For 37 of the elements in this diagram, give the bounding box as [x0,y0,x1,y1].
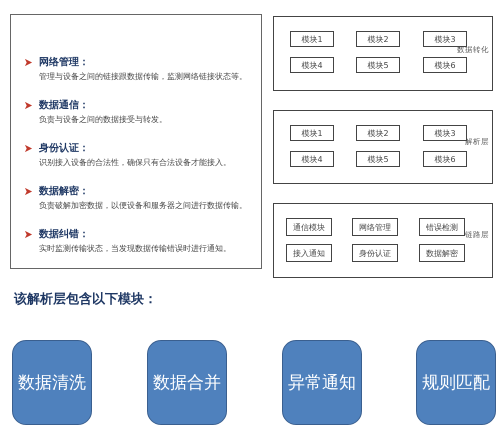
module-box: 模块5 [356,151,400,167]
module-box: 通信模块 [286,218,332,236]
module-box: 模块3 [423,31,467,47]
item-heading: 数据解密： [39,184,89,198]
module-box: 网络管理 [352,218,398,236]
module-box: 身份认证 [352,244,398,262]
module-card: 规则匹配 [416,340,496,425]
module-box: 模块1 [290,125,334,141]
item-heading: 数据通信： [39,98,89,112]
module-box: 模块5 [356,57,400,73]
module-card: 数据合并 [147,340,227,425]
module-box: 模块4 [290,57,334,73]
module-box: 模块2 [356,125,400,141]
module-box: 模块3 [423,125,467,141]
item-description: 识别接入设备的合法性，确保只有合法设备才能接入。 [39,157,231,168]
module-box: 模块2 [356,31,400,47]
item-description: 负责与设备之间的数据接受与转发。 [39,114,167,125]
module-card: 数据清洗 [12,340,92,425]
section-heading: 该解析层包含以下模块： [14,290,157,308]
item-heading: 身份认证： [39,142,89,155]
item-description: 管理与设备之间的链接跟数据传输，监测网络链接状态等。 [39,71,247,82]
layer-box [273,110,493,184]
module-box: 模块4 [290,151,334,167]
module-box: 模块6 [423,151,467,167]
module-box: 模块1 [290,31,334,47]
description-panel [10,14,262,269]
item-description: 负责破解加密数据，以便设备和服务器之间进行数据传输。 [39,200,247,211]
module-box: 数据解密 [419,244,465,262]
item-heading: 数据纠错： [39,228,89,241]
item-heading: 网络管理： [39,56,89,69]
item-description: 实时监测传输状态，当发现数据传输错误时进行通知。 [39,243,231,254]
module-box: 模块6 [423,57,467,73]
module-box: 接入通知 [286,244,332,262]
module-card: 异常通知 [282,340,362,425]
layer-box [273,16,493,91]
module-box: 错误检测 [419,218,465,236]
layer-box [273,203,493,278]
